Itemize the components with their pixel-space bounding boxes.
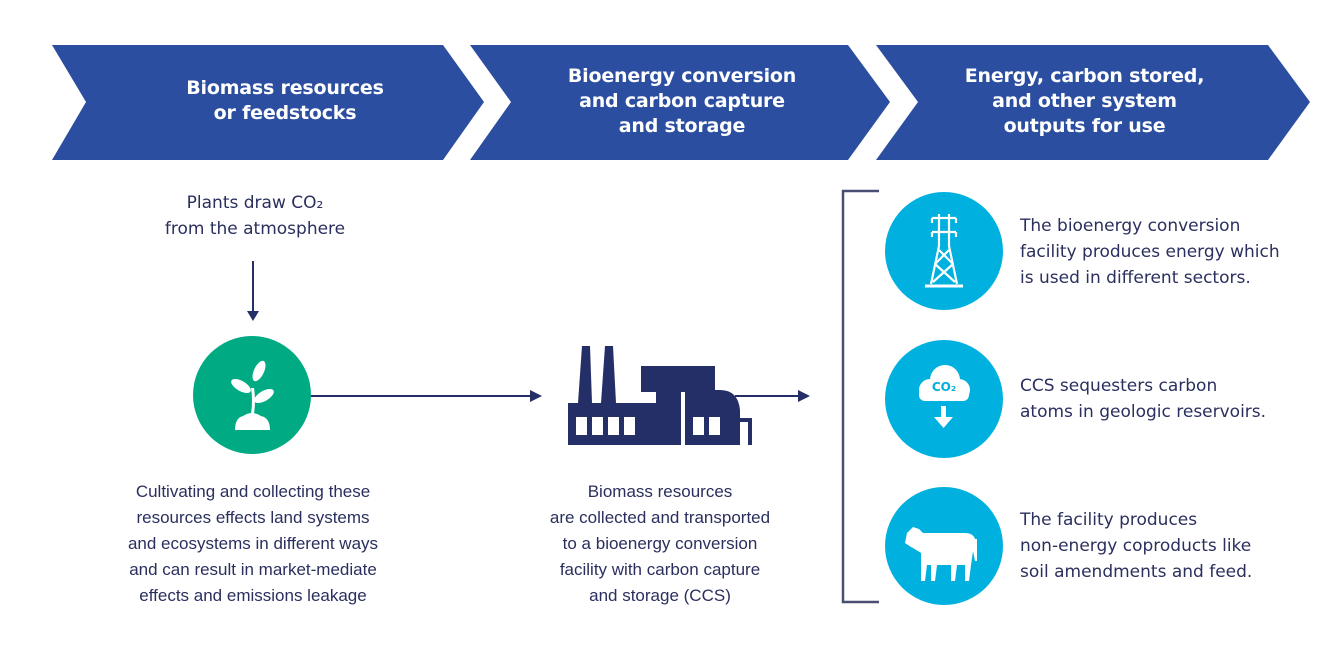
output-circle-ccs: CO₂ bbox=[885, 340, 1003, 458]
output-circle-energy bbox=[885, 192, 1003, 310]
plant-sprout-icon bbox=[231, 360, 274, 430]
biomass-circle bbox=[193, 336, 311, 454]
co2-cloud-storage-icon bbox=[919, 365, 970, 428]
co2-label: CO₂ bbox=[931, 380, 957, 394]
factory-icon bbox=[568, 346, 752, 445]
stage-chevron-1 bbox=[52, 45, 484, 160]
stage-label-outputs: Energy, carbon stored, and other system … bbox=[964, 65, 1205, 137]
power-tower-icon bbox=[925, 214, 963, 288]
stage-chevron-3 bbox=[876, 45, 1310, 160]
biomass-description: Cultivating and collecting these resourc… bbox=[127, 482, 379, 605]
output-text-ccs: CCS sequesters carbon atoms in geologic … bbox=[1020, 376, 1267, 422]
output-circle-coproducts bbox=[885, 487, 1003, 605]
output-text-energy: The bioenergy conversion facility produc… bbox=[1020, 216, 1280, 288]
atmosphere-text: Plants draw CO₂ from the atmosphere bbox=[164, 193, 346, 239]
outputs-bracket bbox=[841, 189, 879, 604]
output-text-coproducts: The facility produces non-energy coprodu… bbox=[1020, 510, 1253, 582]
right-arrow-icon bbox=[735, 390, 810, 402]
down-arrow-icon bbox=[247, 261, 259, 321]
right-arrow-icon bbox=[310, 390, 542, 402]
conversion-description: Biomass resources are collected and tran… bbox=[549, 482, 771, 605]
cow-icon bbox=[905, 527, 977, 581]
stage-label-conversion: Bioenergy conversion and carbon capture … bbox=[567, 65, 797, 137]
stage-label-biomass: Biomass resources or feedstocks bbox=[186, 77, 384, 124]
stage-chevron-2 bbox=[470, 45, 890, 160]
